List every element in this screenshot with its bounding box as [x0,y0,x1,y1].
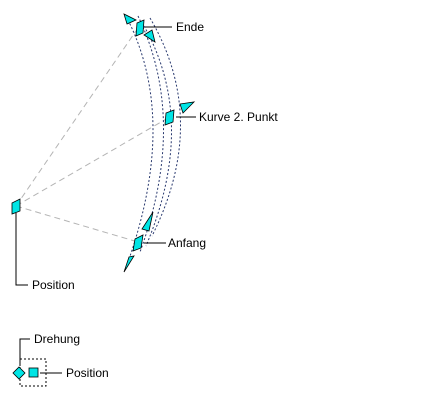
end-arrow-grip-2-icon[interactable] [143,29,156,43]
construction-line-to-start [15,205,139,243]
start-arrow-grip-upper-icon[interactable] [141,211,154,232]
start-grip-square-icon[interactable] [132,234,144,252]
construction-lines [15,27,169,243]
wall-outline-outer [149,17,181,237]
position-grip-legend-icon[interactable] [28,367,39,378]
legend-rotation-leader [19,338,30,366]
construction-line-to-end [15,27,139,207]
position-grip-square-icon[interactable] [11,198,21,215]
end-arrow-grip-icon[interactable] [123,13,137,25]
wall-outline-inner [127,19,154,263]
start-arrow-grip-lower-icon[interactable] [123,255,135,273]
label-position: Position [32,278,75,292]
curve-point-grip-square-icon[interactable] [164,109,175,126]
rotation-grip-diamond-icon[interactable] [12,366,26,380]
construction-line-to-curve-point [15,117,169,207]
legend-position-label: Position [66,366,109,380]
label-curve-point: Kurve 2. Punkt [199,110,278,124]
label-end: Ende [176,20,204,34]
curve-point-arrow-grip-icon[interactable] [179,101,196,114]
wall-outline-mid [143,25,172,247]
leader-position [15,213,28,286]
grip-legend: Drehung Position [12,332,109,387]
legend-rotation-label: Drehung [34,332,80,346]
label-start: Anfang [168,236,206,250]
leader-lines [15,26,196,286]
curved-wall-outlines [127,15,181,263]
end-grip-square-icon[interactable] [135,19,145,37]
